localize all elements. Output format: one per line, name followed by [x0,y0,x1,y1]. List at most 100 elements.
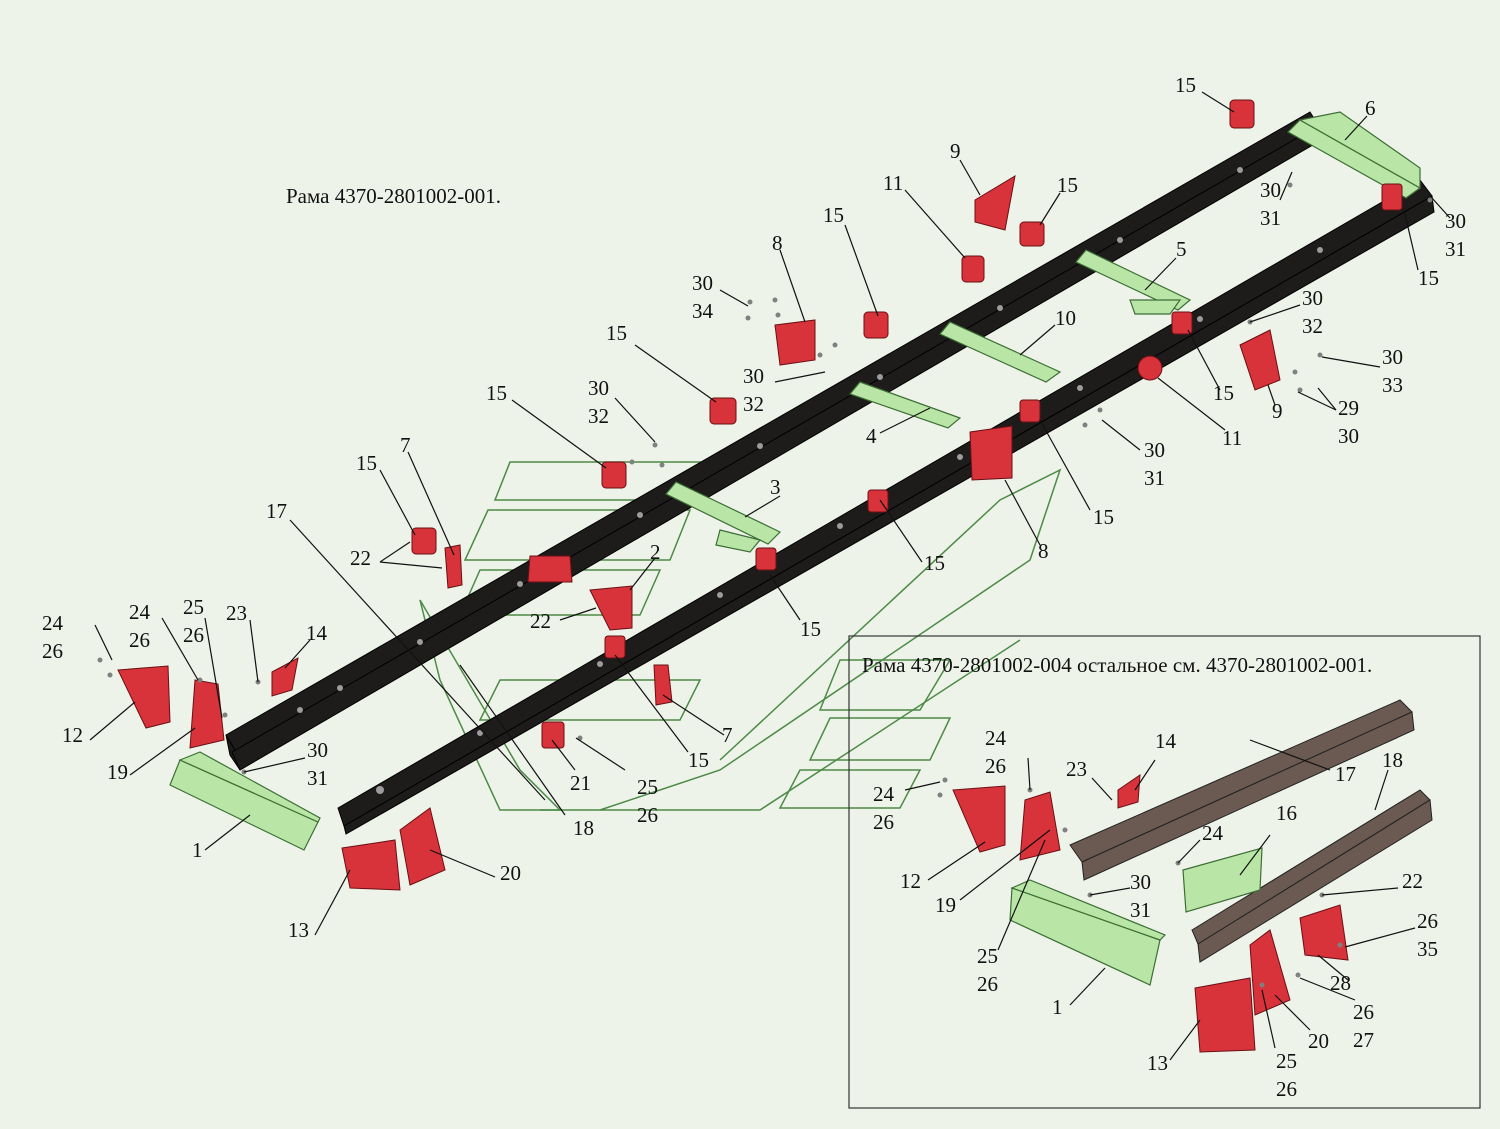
callout-label: 25 [1276,1049,1297,1073]
callout-label: 26 [42,639,63,663]
bolts [97,182,1433,775]
callout-label: 15 [688,748,709,772]
brackets [117,99,1403,891]
frame-rail-left [225,111,1321,771]
callout-label: 9 [950,139,961,163]
inset-border [848,635,1481,1109]
callout-label: 22 [350,546,371,570]
callout-label: 30 [1338,424,1359,448]
callout-label: 26 [977,972,998,996]
callout-label: 31 [1144,466,1165,490]
callout-label: 19 [935,893,956,917]
frame-holes [297,167,1323,794]
callout-label: 20 [1308,1029,1329,1053]
callout-label: 14 [306,621,328,645]
callout-label: 24 [129,600,151,624]
callout-label: 2 [650,540,661,564]
callout-label: 30 [1130,870,1151,894]
callout-label: 30 [1260,178,1281,202]
callout-label: 29 [1338,396,1359,420]
callout-label: 4 [866,424,877,448]
callout-label: 25 [977,944,998,968]
callout-label: 33 [1382,373,1403,397]
callout-label: 6 [1365,96,1376,120]
callouts-inset: 24 26 23 14 17 18 24 26 24 16 12 30 31 2… [873,726,1438,1101]
crossmembers [169,111,1422,851]
callout-label: 21 [570,771,591,795]
callout-label: 35 [1417,937,1438,961]
callout-label: 22 [1402,869,1423,893]
inset-title: Рама 4370-2801002-004 остальное см. 4370… [862,653,1372,677]
callout-label: 28 [1330,971,1351,995]
callout-label: 32 [743,392,764,416]
callout-label: 30 [307,738,328,762]
callout-label: 26 [1276,1077,1297,1101]
callout-label: 30 [692,271,713,295]
callout-label: 30 [1144,438,1165,462]
callout-label: 23 [226,601,247,625]
callout-label: 8 [772,231,783,255]
callouts-main: 15 6 9 11 15 30 31 30 31 15 8 15 30 34 5… [42,73,1466,942]
callout-label: 7 [400,433,411,457]
callout-label: 32 [588,404,609,428]
callout-label: 26 [985,754,1006,778]
callout-label: 18 [573,816,594,840]
callout-label: 30 [1302,286,1323,310]
callout-label: 31 [1445,237,1466,261]
callout-label: 13 [288,918,309,942]
callout-label: 24 [985,726,1007,750]
callout-label: 12 [62,723,83,747]
callout-label: 18 [1382,748,1403,772]
callout-label: 9 [1272,399,1283,423]
callout-label: 25 [183,595,204,619]
callout-label: 15 [1213,381,1234,405]
callout-label: 30 [743,364,764,388]
callout-label: 15 [1057,173,1078,197]
callout-label: 17 [266,499,287,523]
callout-label: 24 [42,611,64,635]
callout-label: 32 [1302,314,1323,338]
callout-label: 16 [1276,801,1297,825]
callout-label: 30 [1382,345,1403,369]
callout-label: 15 [1418,266,1439,290]
callout-label: 24 [873,782,895,806]
callout-label: 20 [500,861,521,885]
callout-label: 8 [1038,539,1049,563]
callout-label: 1 [192,838,203,862]
callout-label: 34 [692,299,714,323]
callout-label: 15 [356,451,377,475]
callout-label: 25 [637,775,658,799]
callout-label: 26 [129,628,150,652]
main-title: Рама 4370-2801002-001. [286,184,501,208]
callout-label: 31 [1260,206,1281,230]
callout-label: 15 [486,381,507,405]
callout-label: 26 [637,803,658,827]
callout-label: 5 [1176,237,1187,261]
callout-label: 26 [1353,1000,1374,1024]
callout-label: 15 [823,203,844,227]
callout-label: 26 [183,623,204,647]
callout-label: 24 [1202,821,1224,845]
callout-label: 1 [1052,995,1063,1019]
callout-label: 22 [530,609,551,633]
callout-label: 23 [1066,757,1087,781]
callout-label: 15 [1093,505,1114,529]
callout-label: 7 [722,723,733,747]
callout-label: 26 [873,810,894,834]
callout-label: 3 [770,475,781,499]
inset-parts [937,699,1433,1053]
frame-rail-right [337,179,1435,835]
callout-label: 15 [1175,73,1196,97]
callout-label: 11 [883,171,903,195]
callout-label: 14 [1155,729,1177,753]
callout-label: 19 [107,760,128,784]
callout-label: 31 [307,766,328,790]
callout-label: 15 [800,617,821,641]
callout-label: 26 [1417,909,1438,933]
callout-label: 31 [1130,898,1151,922]
callout-label: 30 [588,376,609,400]
callout-label: 15 [924,551,945,575]
callout-label: 30 [1445,209,1466,233]
